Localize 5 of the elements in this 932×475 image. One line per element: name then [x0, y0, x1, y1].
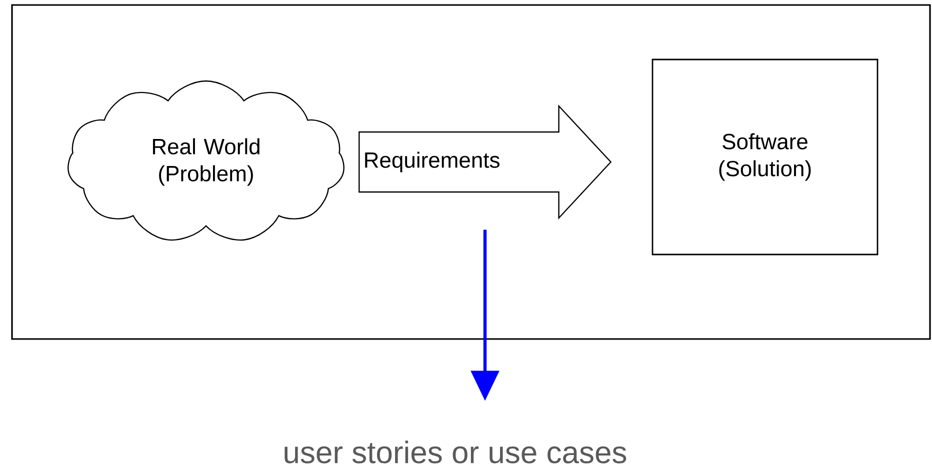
- process-box: Software (Solution): [652, 58, 878, 256]
- frame-box: [11, 4, 931, 340]
- caption-text: user stories or use cases: [284, 440, 626, 464]
- block-arrow: [358, 104, 612, 220]
- edge-label: Requirements: [365, 152, 500, 172]
